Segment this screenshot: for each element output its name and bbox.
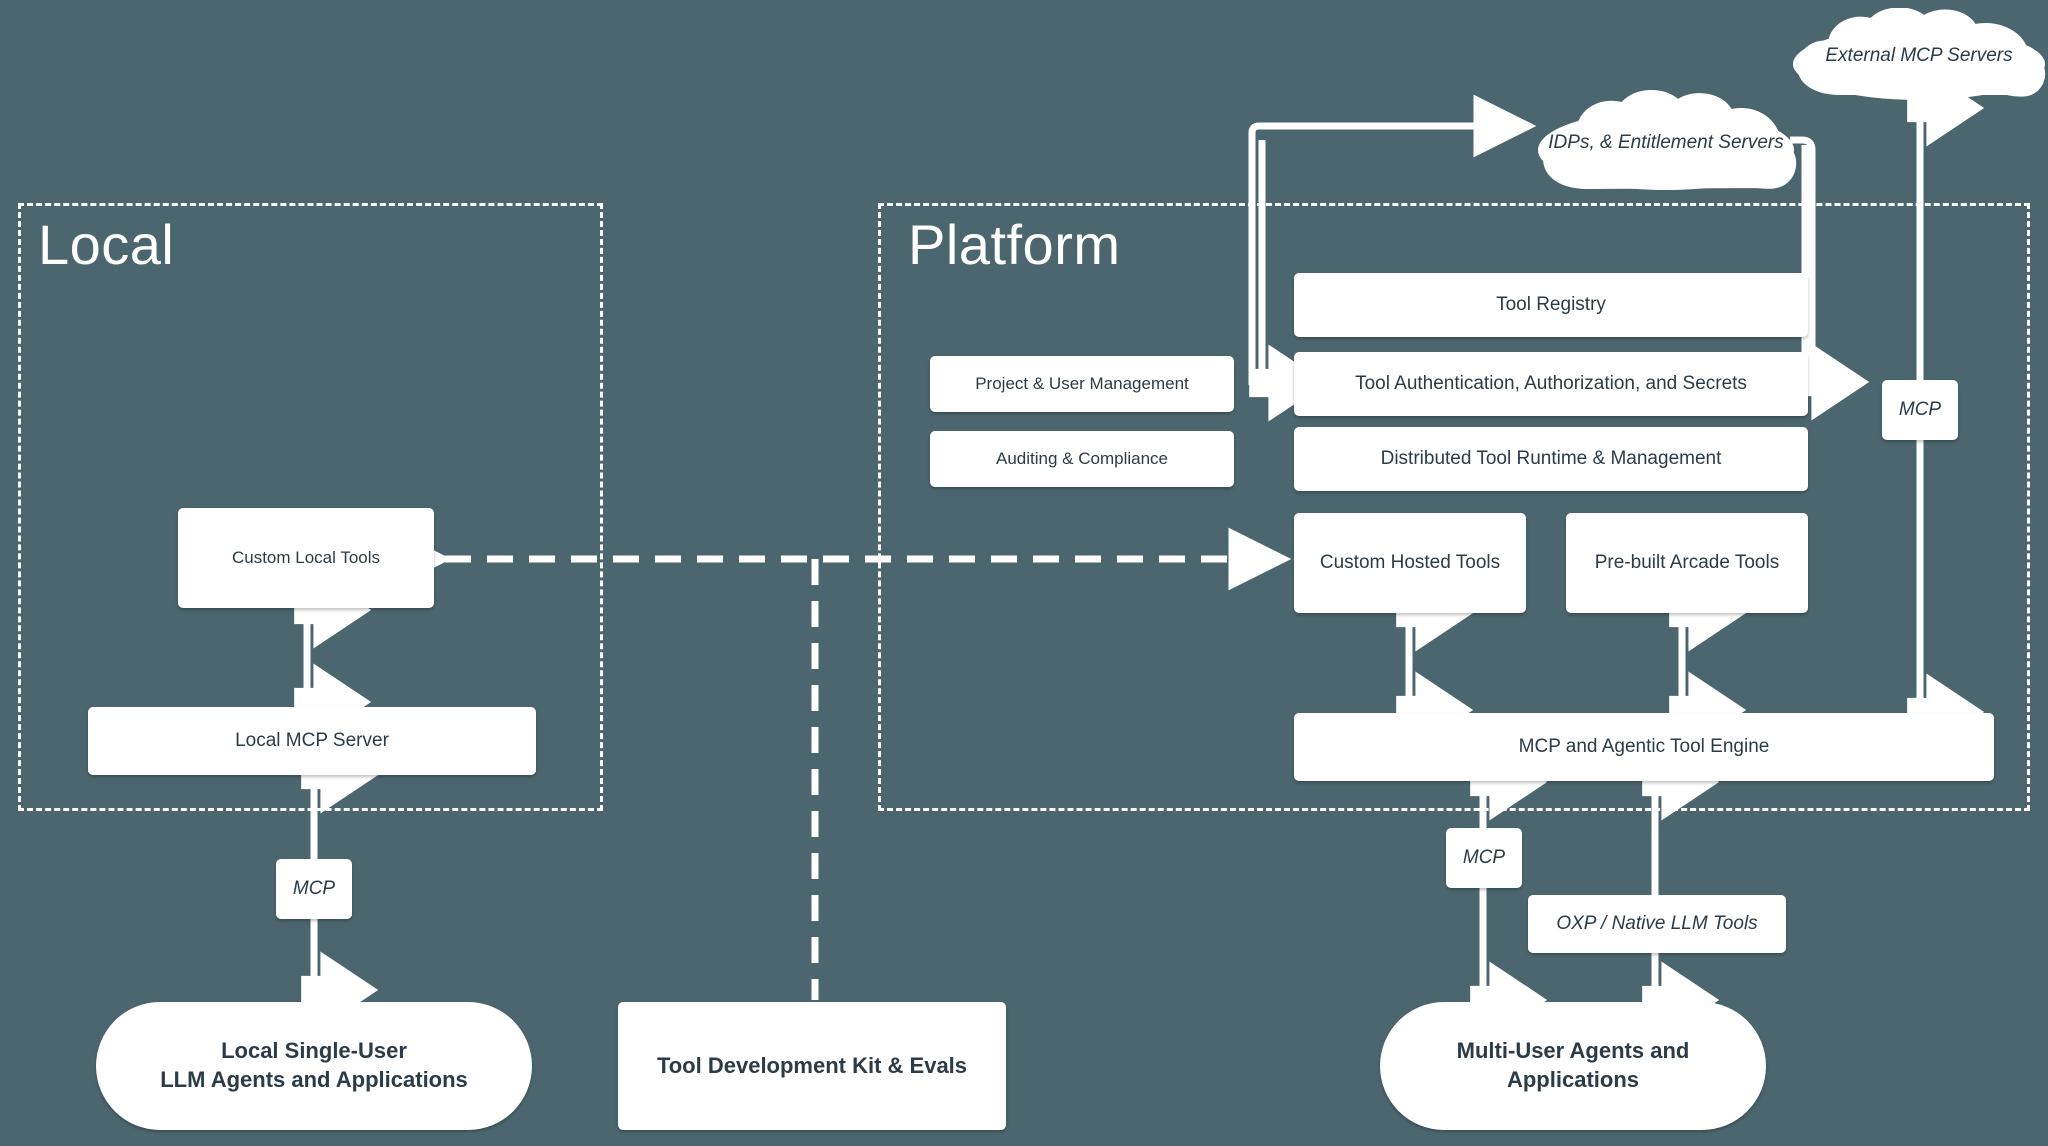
card-tool-authentication[interactable]: Tool Authentication, Authorization, and … (1294, 352, 1808, 416)
label-local-mcp: MCP (276, 859, 352, 919)
cloud-idps-label: IDPs, & Entitlement Servers (1548, 132, 1784, 154)
label-engine-mcp: MCP (1446, 828, 1522, 888)
label-external-mcp: MCP (1882, 380, 1958, 440)
card-distributed-tool-runtime[interactable]: Distributed Tool Runtime & Management (1294, 427, 1808, 491)
card-multiuser-agents-line2: Applications (1506, 1067, 1639, 1092)
zone-local (18, 203, 603, 811)
card-mcp-agentic-tool-engine[interactable]: MCP and Agentic Tool Engine (1294, 713, 1994, 781)
zone-platform-title: Platform (908, 213, 1121, 276)
card-local-mcp-server[interactable]: Local MCP Server (88, 707, 536, 775)
cloud-external-mcp-label: External MCP Servers (1825, 45, 2013, 67)
zone-platform (878, 203, 2030, 811)
cloud-idps-entitlement: IDPs, & Entitlement Servers (1530, 88, 1802, 198)
cloud-external-mcp-servers: External MCP Servers (1785, 8, 2048, 104)
card-custom-local-tools[interactable]: Custom Local Tools (178, 508, 434, 608)
card-local-agents-line1: Local Single-User (221, 1038, 407, 1064)
card-prebuilt-arcade-tools[interactable]: Pre-built Arcade Tools (1566, 513, 1808, 613)
cloud-shape-icon (1538, 89, 1797, 190)
card-local-agents-line2: LLM Agents and Applications (160, 1067, 468, 1092)
card-local-agents[interactable]: Local Single-User LLM Agents and Applica… (96, 1002, 532, 1130)
card-custom-hosted-tools[interactable]: Custom Hosted Tools (1294, 513, 1526, 613)
card-project-user-management[interactable]: Project & User Management (930, 356, 1234, 412)
card-tool-development-kit[interactable]: Tool Development Kit & Evals (618, 1002, 1006, 1130)
label-oxp-native-llm-tools: OXP / Native LLM Tools (1528, 895, 1786, 953)
card-tool-registry[interactable]: Tool Registry (1294, 273, 1808, 337)
card-auditing-compliance[interactable]: Auditing & Compliance (930, 431, 1234, 487)
card-multiuser-agents-line1: Multi-User Agents and (1456, 1038, 1690, 1064)
zone-local-title: Local (38, 213, 175, 276)
card-multiuser-agents[interactable]: Multi-User Agents and Applications (1380, 1002, 1766, 1130)
